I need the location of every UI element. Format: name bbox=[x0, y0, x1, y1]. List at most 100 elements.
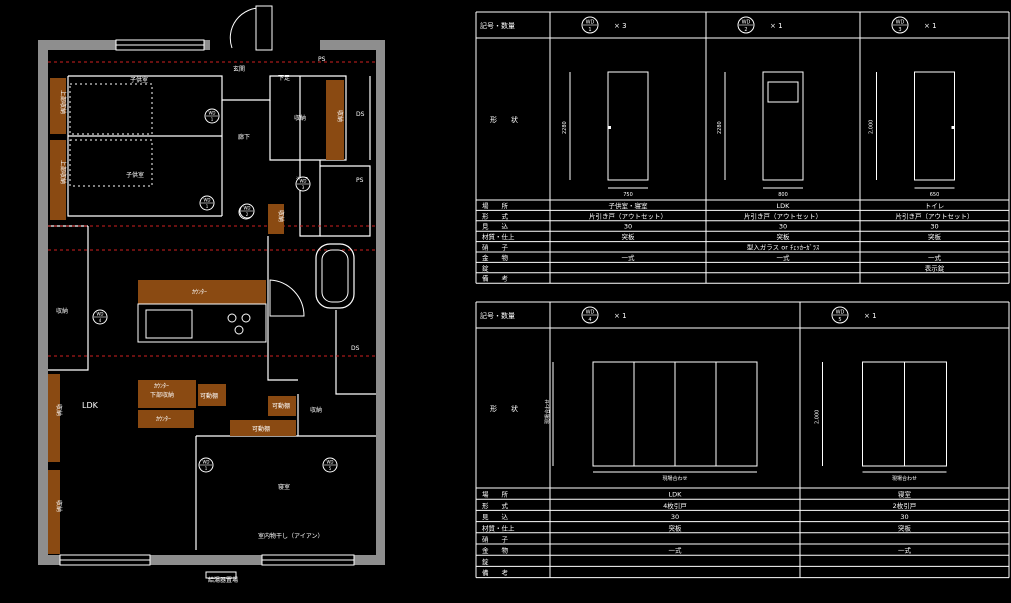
door-tag-code: WD bbox=[742, 20, 751, 26]
plan-door-tag: WD2 bbox=[239, 203, 255, 219]
door-place: 寝室 bbox=[898, 490, 912, 499]
label-movable3: 可動棚 bbox=[252, 425, 270, 433]
row-label-place: 場 所 bbox=[482, 201, 509, 210]
bath-door-swing bbox=[269, 279, 305, 317]
row-label-notes: 備 考 bbox=[482, 274, 509, 283]
plan-door-tag-num: 1 bbox=[205, 466, 208, 471]
plan-door-tag-code: WD bbox=[243, 206, 250, 211]
door-height-dim: 2280 bbox=[717, 121, 723, 134]
door-width-dim: 800 bbox=[778, 192, 788, 198]
door-height-dim: 2,000 bbox=[815, 410, 821, 424]
casework bbox=[48, 78, 344, 554]
row-label-hardware: 金 物 bbox=[482, 546, 509, 555]
plan-door-tag-code: WD bbox=[208, 111, 215, 116]
row-label-glass: 硝 子 bbox=[482, 535, 509, 544]
label-storage1: 収納 bbox=[294, 114, 306, 122]
door-glass: 型入ガラス or ﾁｪｯｶｰｶﾞﾗｽ bbox=[747, 243, 820, 252]
door-qty: × 1 bbox=[614, 312, 627, 320]
row-label-hardware: 金 物 bbox=[482, 253, 509, 262]
door-finish: 突板 bbox=[898, 523, 912, 532]
label-entrance: 玄関 bbox=[233, 65, 245, 73]
door-tag: WD3 bbox=[891, 16, 909, 34]
plan-door-tag-num: 1 bbox=[211, 117, 214, 122]
door-mikomi: 30 bbox=[779, 223, 787, 231]
label-drying: 室内物干し（アイアン） bbox=[258, 532, 323, 540]
plan-door-tag-num: 1 bbox=[206, 204, 209, 209]
water-heater-box bbox=[205, 571, 237, 579]
row-label-notes: 備 考 bbox=[482, 568, 509, 577]
door-mikomi: 30 bbox=[671, 513, 679, 521]
row-label-lock: 錠 bbox=[482, 557, 489, 566]
schedule-header-label: 記号・数量 bbox=[480, 311, 515, 320]
door-mikomi: 30 bbox=[624, 223, 632, 231]
plan-door-tag-code: WD bbox=[96, 312, 103, 317]
label-counter-storage: 下部収納 bbox=[150, 391, 174, 399]
door-finish: 突板 bbox=[777, 232, 791, 241]
label-counter3: ｶｳﾝﾀｰ bbox=[156, 416, 171, 423]
furniture-outlines bbox=[69, 83, 153, 187]
plan-door-tag: WD3 bbox=[295, 176, 311, 192]
schedule-header-label: 記号・数量 bbox=[480, 21, 515, 30]
door-tag-code: WD bbox=[586, 20, 595, 26]
label-shelf-side3: 収納 bbox=[55, 404, 63, 416]
door-lock: 表示錠 bbox=[925, 263, 945, 272]
label-storage4: 収納 bbox=[336, 110, 344, 122]
label-ps: PS bbox=[318, 56, 326, 63]
door-qty: × 1 bbox=[864, 312, 877, 320]
door-qty: × 1 bbox=[770, 22, 783, 30]
label-shelf-side1: 上部収納 bbox=[59, 90, 67, 114]
door-tag-code: WD bbox=[896, 20, 905, 26]
plan-door-tag: WD1 bbox=[199, 195, 215, 211]
label-movable2: 可動棚 bbox=[272, 402, 290, 410]
door-type: 片引き戸（アウトセット） bbox=[744, 211, 822, 220]
door-type: 片引き戸（アウトセット） bbox=[896, 211, 974, 220]
label-wash-shelf: 収納 bbox=[277, 210, 285, 222]
plan-door-tag-code: WD bbox=[326, 460, 333, 465]
door-hardware: 一式 bbox=[898, 546, 912, 555]
row-label-place: 場 所 bbox=[482, 490, 509, 499]
label-shelf-side4: 収納 bbox=[55, 500, 63, 512]
door-place: トイレ bbox=[925, 202, 945, 210]
row-label-shape: 形 状 bbox=[490, 404, 518, 413]
door-width-dim: 現場合わせ bbox=[892, 475, 917, 482]
door-tag-code: WD bbox=[586, 310, 595, 316]
plan-door-tag-num: 4 bbox=[99, 318, 102, 323]
row-label-type: 形 式 bbox=[482, 211, 509, 220]
label-shoebox: 下足 bbox=[278, 75, 290, 82]
door-tag-num: 5 bbox=[838, 317, 841, 323]
plan-door-tags: WD1WD1WD1WD3WD4WD5WD1WD2 bbox=[92, 108, 338, 473]
door-qty: × 3 bbox=[614, 22, 627, 30]
row-label-shape: 形 状 bbox=[490, 115, 518, 124]
door-tag-code: WD bbox=[836, 310, 845, 316]
plan-door-tag-num: 2 bbox=[246, 212, 249, 217]
row-label-mikomi: 見 込 bbox=[482, 222, 509, 231]
hob bbox=[227, 313, 251, 335]
row-label-mikomi: 見 込 bbox=[482, 512, 509, 521]
plan-door-tag: WD4 bbox=[92, 309, 108, 325]
door-tag-num: 4 bbox=[588, 317, 591, 323]
row-label-lock: 錠 bbox=[482, 263, 489, 272]
door-hardware: 一式 bbox=[777, 253, 791, 262]
label-corridor: 廊下 bbox=[238, 133, 250, 141]
door-tag-num: 1 bbox=[588, 27, 591, 33]
sink bbox=[145, 309, 193, 339]
door-hardware: 一式 bbox=[622, 253, 636, 262]
door-mikomi: 30 bbox=[930, 223, 938, 231]
door-height-dim: 2280 bbox=[562, 121, 568, 134]
label-water-heater: 給湯器置場 bbox=[208, 576, 238, 584]
door-tag: WD2 bbox=[737, 16, 755, 34]
door-type: 4枚引戸 bbox=[663, 501, 687, 510]
label-movable1: 可動棚 bbox=[200, 392, 218, 400]
label-storage2: 収納 bbox=[56, 307, 68, 315]
label-counter: ｶｳﾝﾀｰ bbox=[192, 289, 207, 296]
label-kids2: 子供室 bbox=[126, 171, 144, 179]
door-qty: × 1 bbox=[924, 22, 937, 30]
door-tag: WD4 bbox=[581, 306, 599, 324]
row-label-glass: 硝 子 bbox=[482, 243, 509, 252]
door-height-dim: 2,000 bbox=[869, 120, 875, 134]
plan-door-tag-code: WD bbox=[299, 179, 306, 184]
